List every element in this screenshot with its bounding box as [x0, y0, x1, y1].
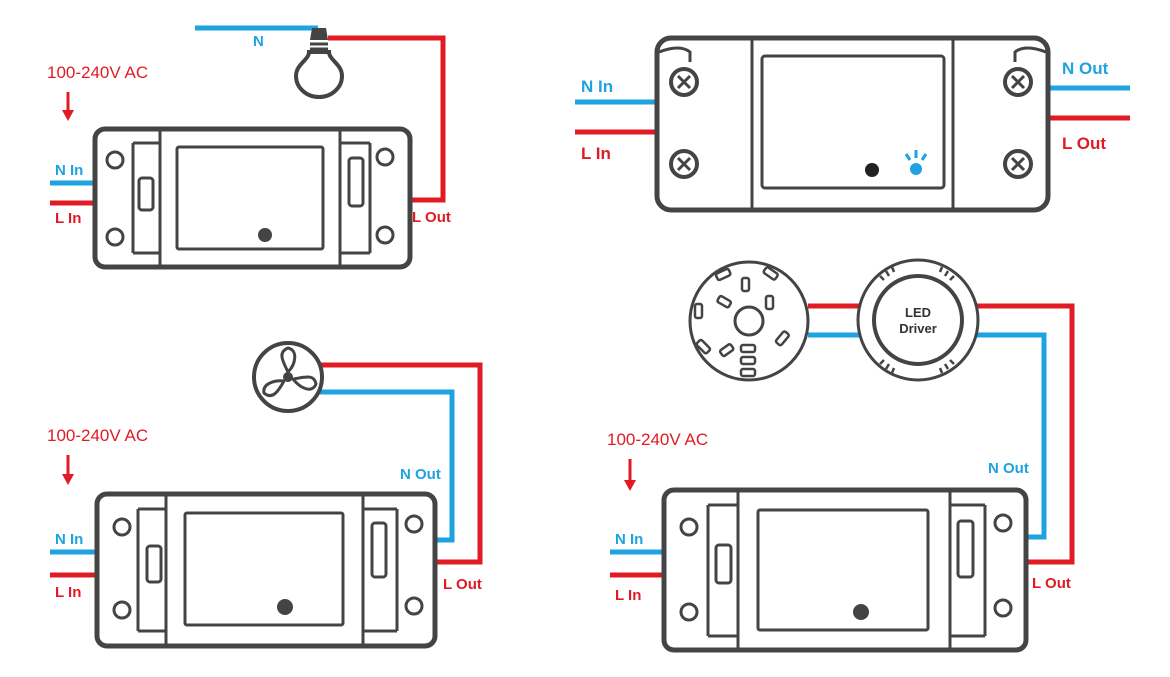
diagram-b-status-led-icon [904, 150, 928, 175]
diagram-a-neutral-label: N [253, 33, 264, 50]
diagram-d-led-wiring: 100-240V AC N In L In N Out L Out [607, 258, 1075, 653]
diagram-b-terminal-screw-icon [1003, 149, 1033, 179]
diagram-d-n-in-label: N In [615, 531, 643, 548]
diagram-d-l-in-label: L In [615, 587, 641, 604]
led-light-icon [688, 260, 810, 382]
diagram-c-l-out-label: L Out [443, 576, 482, 593]
diagram-c-status-dot [277, 599, 293, 615]
diagram-b-l-out-label: L Out [1062, 134, 1106, 153]
diagram-a-status-dot [258, 228, 272, 242]
diagram-b-smart-switch-module [654, 35, 1051, 213]
diagram-a-n-in-label: N In [55, 162, 83, 179]
diagram-b-terminal-screw-icon [669, 149, 699, 179]
diagram-d-smart-switch-module [661, 487, 1029, 653]
diagram-a-input-arrow-icon [62, 92, 74, 121]
diagram-c-live-out-wire [320, 362, 483, 565]
diagram-c-input-arrow-icon [62, 455, 74, 485]
fan-icon [252, 341, 324, 413]
led-driver-label-line1: LED [905, 305, 931, 320]
diagram-d-status-dot [853, 604, 869, 620]
diagram-b-n-in-label: N In [581, 77, 613, 96]
led-driver-label-line2: Driver [899, 321, 937, 336]
diagram-a-l-in-label: L In [55, 210, 81, 227]
diagram-b-module-closeup: N In L In N Out L Out [575, 35, 1130, 213]
diagram-a-voltage-label: 100-240V AC [47, 63, 148, 82]
diagram-d-input-arrow-icon [624, 459, 636, 491]
diagram-b-terminal-screw-icon [669, 67, 699, 97]
diagram-c-voltage-label: 100-240V AC [47, 426, 148, 445]
diagram-b-button-dot [865, 163, 879, 177]
diagram-c-smart-switch-module [94, 491, 438, 649]
led-driver-icon: LED Driver [856, 258, 980, 382]
diagram-b-n-out-label: N Out [1062, 59, 1109, 78]
light-bulb-icon [293, 28, 345, 99]
diagram-a-l-out-label: L Out [412, 209, 451, 226]
diagram-d-voltage-label: 100-240V AC [607, 430, 708, 449]
diagram-c-n-in-label: N In [55, 531, 83, 548]
diagram-d-l-out-label: L Out [1032, 575, 1071, 592]
diagram-b-l-in-label: L In [581, 144, 611, 163]
diagram-d-n-out-label: N Out [988, 460, 1029, 477]
diagram-a-smart-switch-module [92, 126, 413, 270]
diagram-b-terminal-screw-icon [1003, 67, 1033, 97]
diagram-a-bulb-wiring: 100-240V AC N N In L In L Out [47, 25, 451, 270]
diagram-c-fan-wiring: 100-240V AC N In L In N Out L Out [47, 341, 483, 649]
diagram-c-n-out-label: N Out [400, 466, 441, 483]
diagram-c-l-in-label: L In [55, 584, 81, 601]
